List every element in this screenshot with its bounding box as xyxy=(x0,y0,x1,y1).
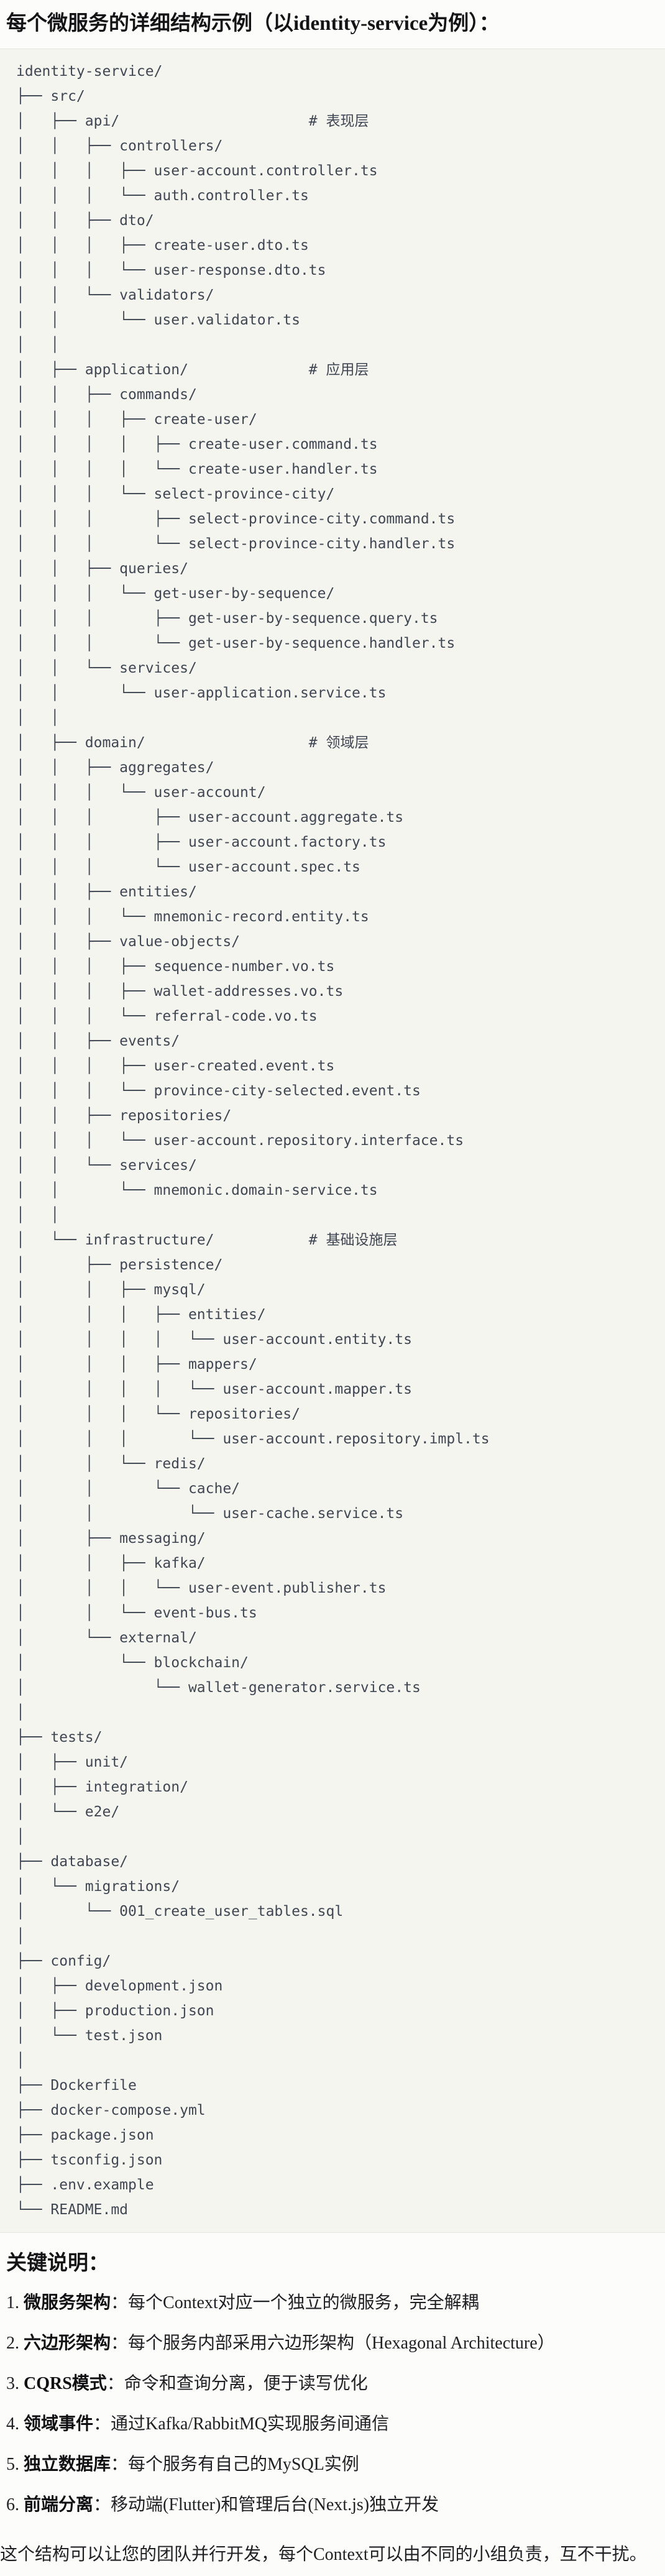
note-desc: ：每个服务有自己的MySQL实例 xyxy=(111,2454,359,2474)
doc-header: 每个微服务的详细结构示例（以identity-service为例）： xyxy=(0,0,665,37)
note-number: 6. xyxy=(6,2495,19,2514)
notes-section: 关键说明： 1. 微服务架构：每个Context对应一个独立的微服务，完全解耦 2… xyxy=(0,2233,665,2576)
note-item: 5.独立数据库：每个服务有自己的MySQL实例 xyxy=(6,2452,659,2477)
page-title: 每个微服务的详细结构示例（以identity-service为例）： xyxy=(6,12,500,35)
note-item: 1. 微服务架构：每个Context对应一个独立的微服务，完全解耦 xyxy=(6,2291,659,2316)
note-number: 4. xyxy=(6,2414,19,2434)
note-number: 3. xyxy=(6,2373,19,2393)
notes-heading: 关键说明： xyxy=(6,2252,109,2275)
note-term: 六边形架构 xyxy=(24,2333,111,2353)
note-number: 1. xyxy=(6,2293,19,2312)
note-item: 4.领域事件：通过Kafka/RabbitMQ实现服务间通信 xyxy=(6,2412,659,2437)
note-item: 3.CQRS模式：命令和查询分离，便于读写优化 xyxy=(6,2371,659,2396)
file-tree-code-block: identity-service/ ├── src/ │ ├── api/ # … xyxy=(0,48,665,2233)
note-term: 独立数据库 xyxy=(24,2454,111,2474)
note-term: 微服务架构 xyxy=(24,2293,111,2312)
note-item: 2.六边形架构：每个服务内部采用六边形架构（Hexagonal Architec… xyxy=(6,2331,659,2356)
notes-footer: 这个结构可以让您的团队并行开发，每个Context可以由不同的小组负责，互不干扰… xyxy=(0,2544,647,2564)
note-desc: ：每个服务内部采用六边形架构（Hexagonal Architecture） xyxy=(111,2333,555,2353)
note-term: 领域事件 xyxy=(24,2414,94,2434)
note-desc: ：通过Kafka/RabbitMQ实现服务间通信 xyxy=(93,2414,389,2434)
note-desc: ：命令和查询分离，便于读写优化 xyxy=(106,2373,368,2393)
note-number: 2. xyxy=(6,2333,19,2353)
note-term: CQRS模式 xyxy=(24,2373,107,2393)
note-number: 5. xyxy=(6,2454,19,2474)
note-desc: ：移动端(Flutter)和管理后台(Next.js)独立开发 xyxy=(93,2495,439,2514)
note-item: 6. 前端分离：移动端(Flutter)和管理后台(Next.js)独立开发 xyxy=(6,2493,659,2518)
note-desc: ：每个Context对应一个独立的微服务，完全解耦 xyxy=(111,2293,479,2312)
note-term: 前端分离 xyxy=(24,2495,94,2514)
